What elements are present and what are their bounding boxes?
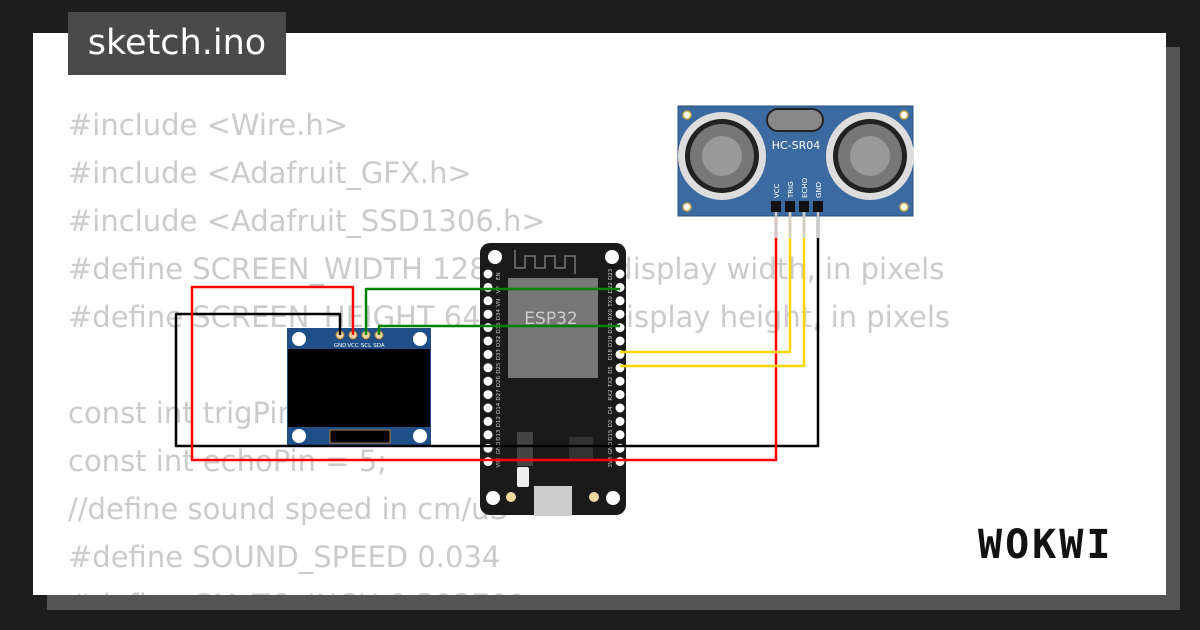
pin-label: D19 bbox=[608, 335, 614, 347]
esp32-pin[interactable] bbox=[483, 309, 493, 319]
esp32-pin[interactable] bbox=[615, 336, 625, 346]
code-line: #define SOUND_SPEED 0.034 bbox=[68, 540, 501, 574]
esp32-pin[interactable] bbox=[483, 416, 493, 426]
code-line: #include <Wire.h> bbox=[68, 108, 349, 142]
pin-label: TX2 bbox=[608, 377, 614, 389]
wokwi-logo: WOKWI bbox=[978, 522, 1114, 568]
pin-label: D14 bbox=[496, 402, 502, 414]
esp32-pin[interactable] bbox=[615, 390, 625, 400]
pin-label: D12 bbox=[496, 416, 502, 427]
pin-label: D32 bbox=[496, 336, 502, 347]
wire-sda[interactable] bbox=[377, 324, 620, 335]
wire-gnd[interactable] bbox=[174, 212, 820, 448]
pin-label: D15 bbox=[608, 429, 614, 441]
esp32-pin[interactable] bbox=[483, 376, 493, 386]
pin-label: D23 bbox=[608, 268, 614, 280]
pin-label: D25 bbox=[496, 362, 502, 374]
esp32-pin[interactable] bbox=[615, 403, 625, 413]
pin-label: GND bbox=[334, 343, 347, 349]
esp32-pin[interactable] bbox=[615, 323, 625, 333]
wire-vcc[interactable] bbox=[190, 212, 778, 462]
pin-label: D33 bbox=[496, 349, 502, 361]
pin-label: VIN bbox=[496, 458, 502, 468]
esp32-pin[interactable] bbox=[483, 430, 493, 440]
pin-label: D18 bbox=[608, 349, 614, 361]
esp32-pin[interactable] bbox=[615, 363, 625, 373]
pin-label: D2 bbox=[608, 420, 614, 428]
esp32-pin[interactable] bbox=[483, 269, 493, 279]
pin-label: D13 bbox=[496, 429, 502, 441]
pin-label: D34 bbox=[496, 308, 502, 320]
panel-shadow-bottom bbox=[47, 595, 1180, 610]
esp32-pin[interactable] bbox=[615, 269, 625, 279]
hc-sr04-label: HC-SR04 bbox=[772, 139, 821, 152]
pin-label: SCL bbox=[361, 343, 372, 349]
esp32-pin[interactable] bbox=[483, 403, 493, 413]
pin-label: TX0 bbox=[608, 296, 614, 308]
pin-label: D26 bbox=[496, 375, 502, 387]
esp32-board[interactable]: ESP32 ENVPVND34D35D32D33D25D26D27D14D12D… bbox=[480, 243, 626, 516]
pin-label: VCC bbox=[773, 183, 781, 198]
esp32-pin[interactable] bbox=[615, 309, 625, 319]
pin-label: D35 bbox=[496, 322, 502, 334]
pin-label: D4 bbox=[608, 406, 614, 414]
esp32-pin[interactable] bbox=[615, 430, 625, 440]
esp32-pin[interactable] bbox=[483, 296, 493, 306]
esp32-pin[interactable] bbox=[615, 376, 625, 386]
esp32-pin[interactable] bbox=[615, 296, 625, 306]
pin-label: GND bbox=[608, 442, 614, 455]
esp32-pin[interactable] bbox=[483, 349, 493, 359]
pin-label: GND bbox=[496, 442, 502, 455]
esp32-pin[interactable] bbox=[483, 457, 493, 467]
esp32-pin[interactable] bbox=[483, 363, 493, 373]
pin-label: D5 bbox=[608, 366, 614, 374]
esp32-pin[interactable] bbox=[483, 282, 493, 292]
pin-label: 3V3 bbox=[608, 456, 614, 467]
esp32-pin[interactable] bbox=[483, 390, 493, 400]
hc-sr04-sensor[interactable]: HC-SR04 VCC TRIG ECHO GND bbox=[677, 105, 914, 217]
wire-scl[interactable] bbox=[364, 287, 620, 335]
pin-label: D27 bbox=[496, 389, 502, 401]
esp32-pin[interactable] bbox=[615, 416, 625, 426]
oled-display[interactable]: GND VCC SCL SDA bbox=[287, 328, 431, 446]
esp32-pin[interactable] bbox=[483, 323, 493, 333]
esp32-pin[interactable] bbox=[615, 282, 625, 292]
esp32-label: ESP32 bbox=[524, 309, 577, 329]
pin-label: GND bbox=[815, 182, 823, 198]
pin-label: TRIG bbox=[787, 181, 795, 199]
esp32-pin[interactable] bbox=[615, 457, 625, 467]
code-line: #include <Adafruit_GFX.h> bbox=[68, 156, 472, 190]
pin-label: VN bbox=[496, 299, 502, 307]
pin-label: EN bbox=[496, 272, 502, 280]
pin-label: RX2 bbox=[608, 390, 614, 401]
code-line: #define CM_TO_INCH 0.393701 bbox=[68, 581, 950, 595]
wire-echo[interactable] bbox=[620, 212, 806, 368]
pin-label: ECHO bbox=[801, 177, 809, 198]
pin-label: SDA bbox=[373, 343, 385, 349]
file-tab-title: sketch.ino bbox=[68, 12, 286, 75]
code-line: #include <Adafruit_SSD1306.h> bbox=[68, 204, 546, 238]
pin-label: D21 bbox=[608, 322, 614, 333]
pin-label: VCC bbox=[347, 343, 359, 349]
pin-label: RX0 bbox=[608, 309, 614, 321]
esp32-pin[interactable] bbox=[483, 336, 493, 346]
code-line: #define SCREEN_WIDTH 128 // OLED display… bbox=[68, 252, 945, 286]
wire-trig[interactable] bbox=[620, 212, 792, 354]
